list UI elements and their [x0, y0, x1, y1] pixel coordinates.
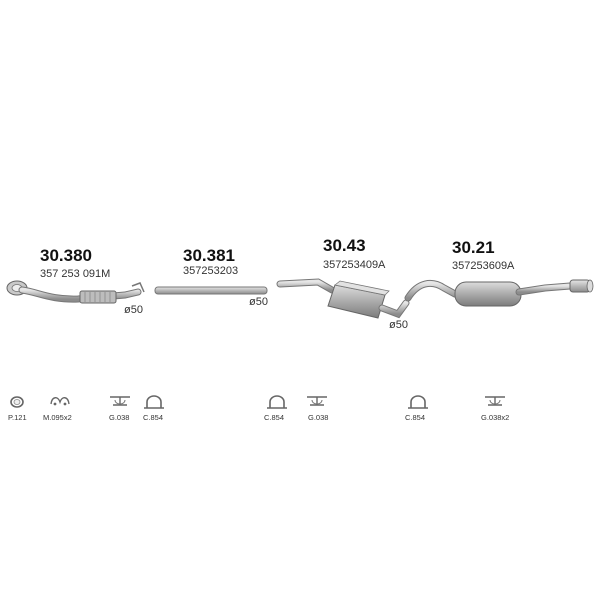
accessory-label: M.095x2	[43, 413, 72, 422]
rear-silencer-30-21	[404, 279, 594, 307]
part-number-30-21: 30.21	[452, 238, 495, 257]
oem-number-30-21: 357253609A	[452, 260, 515, 272]
accessory-label: C.854	[264, 413, 285, 422]
oem-number-30-381: 357253203	[183, 265, 239, 277]
accessory-label: G.038x2	[481, 413, 510, 422]
diameter-label-30-43: ø50	[389, 319, 408, 331]
oem-number-30-380: 357 253 091M	[40, 268, 111, 280]
front-pipe-30-380	[6, 280, 145, 304]
middle-silencer-30-43	[276, 278, 410, 319]
part-number-30-380: 30.380	[40, 246, 92, 265]
pipe-clamp-icon	[267, 395, 287, 409]
diameter-label-30-380: ø50	[124, 304, 143, 316]
pipe-clamp-icon	[144, 395, 164, 409]
hanger-bracket-icon	[485, 396, 505, 406]
hanger-bracket-icon	[110, 396, 130, 406]
accessory-label: C.854	[143, 413, 164, 422]
middle-pipe-30-381	[154, 286, 268, 295]
diameter-label-30-381: ø50	[249, 296, 268, 308]
part-number-30-381: 30.381	[183, 246, 235, 265]
part-number-30-43: 30.43	[323, 236, 366, 255]
hanger-bracket-icon	[307, 396, 327, 406]
accessory-label: C.854	[405, 413, 426, 422]
oem-number-30-43: 357253409A	[323, 259, 386, 271]
accessory-label: G.038	[109, 413, 130, 422]
rubber-mount-icon	[50, 397, 70, 406]
pipe-clamp-icon	[408, 395, 428, 409]
gasket-ring-icon	[10, 396, 24, 408]
accessory-label: P.121	[8, 413, 27, 422]
accessory-label: G.038	[308, 413, 329, 422]
